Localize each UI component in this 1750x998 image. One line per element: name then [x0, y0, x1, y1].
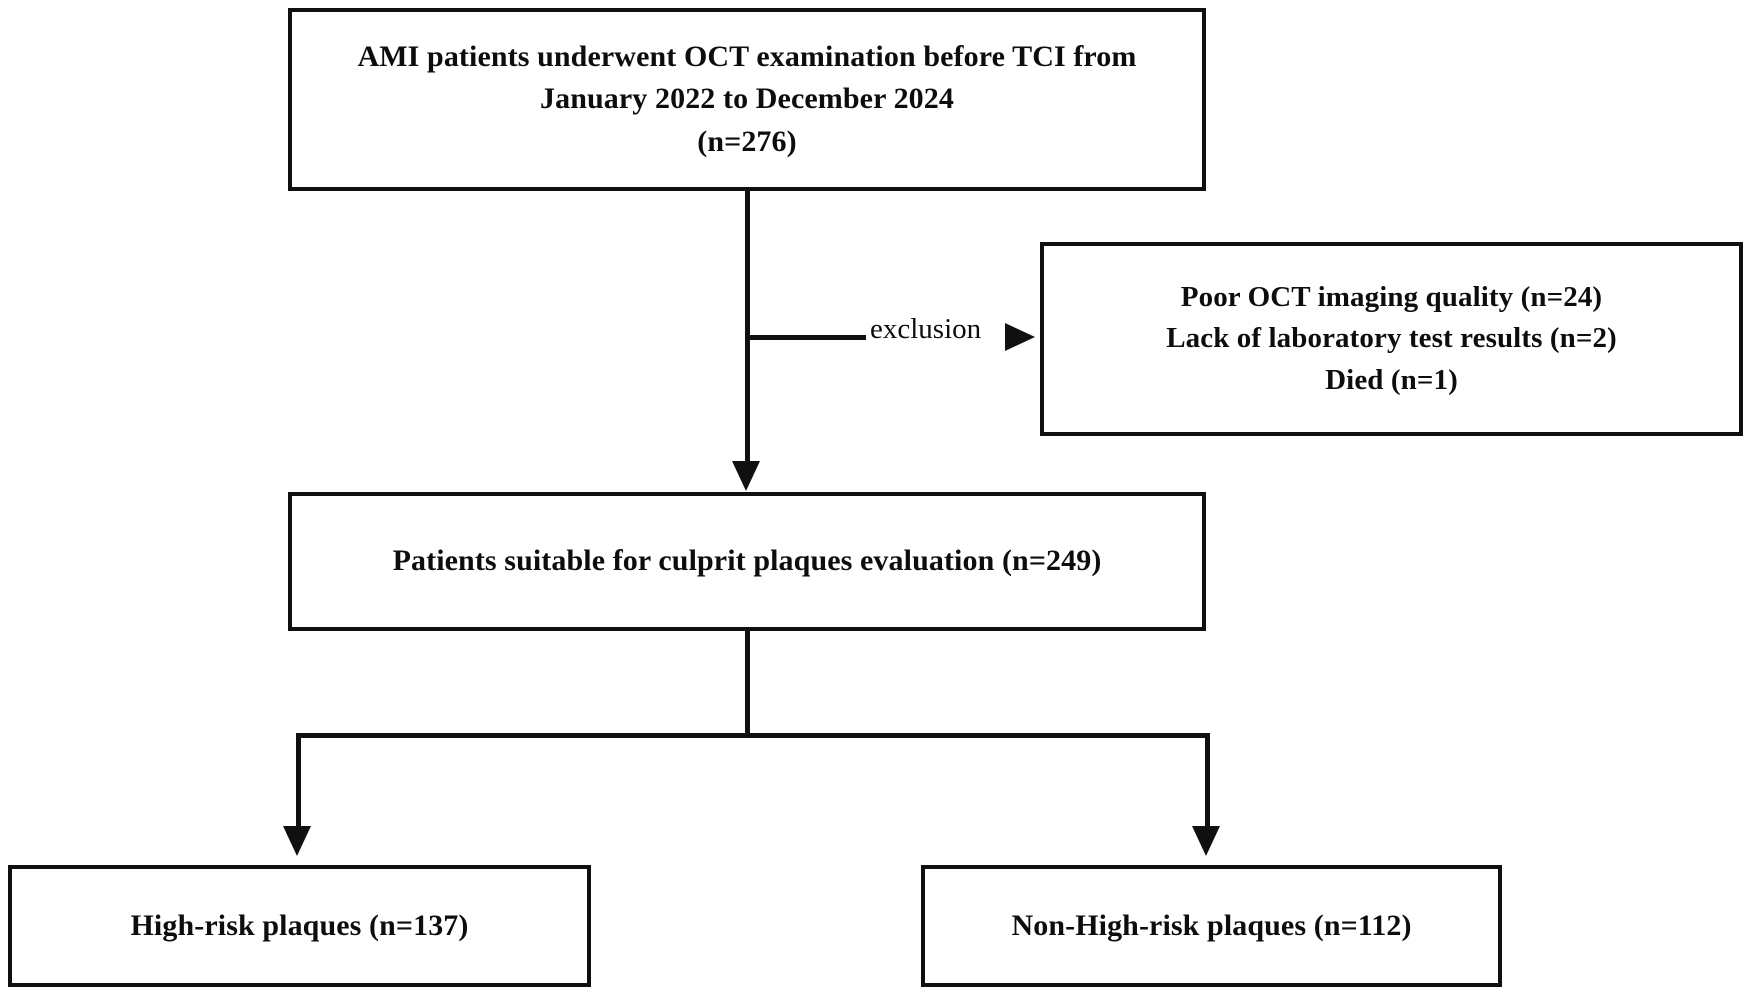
- node-enrolled-cohort-label: AMI patients underwent OCT examination b…: [357, 39, 1137, 158]
- arrowhead-enrolled-to-suitable: [732, 461, 760, 491]
- arrowhead-to-non-high-risk: [1192, 826, 1220, 856]
- node-enrolled-cohort: AMI patients underwent OCT examination b…: [288, 8, 1206, 191]
- arrowhead-exclusion: [1005, 323, 1035, 351]
- node-non-high-risk-plaques: Non-High-risk plaques (n=112): [921, 865, 1502, 987]
- node-suitable-cohort-label: Patients suitable for culprit plaques ev…: [392, 544, 1102, 578]
- edge-label-exclusion: exclusion: [866, 313, 986, 346]
- node-non-high-risk-plaques-label: Non-High-risk plaques (n=112): [1011, 908, 1412, 942]
- connector-enrolled-to-suitable: [745, 191, 750, 466]
- connector-exclusion-left-segment: [745, 335, 873, 340]
- connector-to-high-risk: [296, 733, 301, 831]
- node-high-risk-plaques-label: High-risk plaques (n=137): [130, 908, 469, 942]
- arrowhead-to-high-risk: [283, 826, 311, 856]
- node-high-risk-plaques: High-risk plaques (n=137): [8, 865, 591, 987]
- node-excluded-reasons: Poor OCT imaging quality (n=24) Lack of …: [1040, 242, 1743, 436]
- connector-suitable-split-stem: [745, 631, 750, 738]
- connector-to-non-high-risk: [1205, 733, 1210, 831]
- node-excluded-reasons-label: Poor OCT imaging quality (n=24) Lack of …: [1166, 281, 1617, 396]
- connector-split-horizontal: [296, 733, 1210, 738]
- node-suitable-cohort: Patients suitable for culprit plaques ev…: [288, 492, 1206, 631]
